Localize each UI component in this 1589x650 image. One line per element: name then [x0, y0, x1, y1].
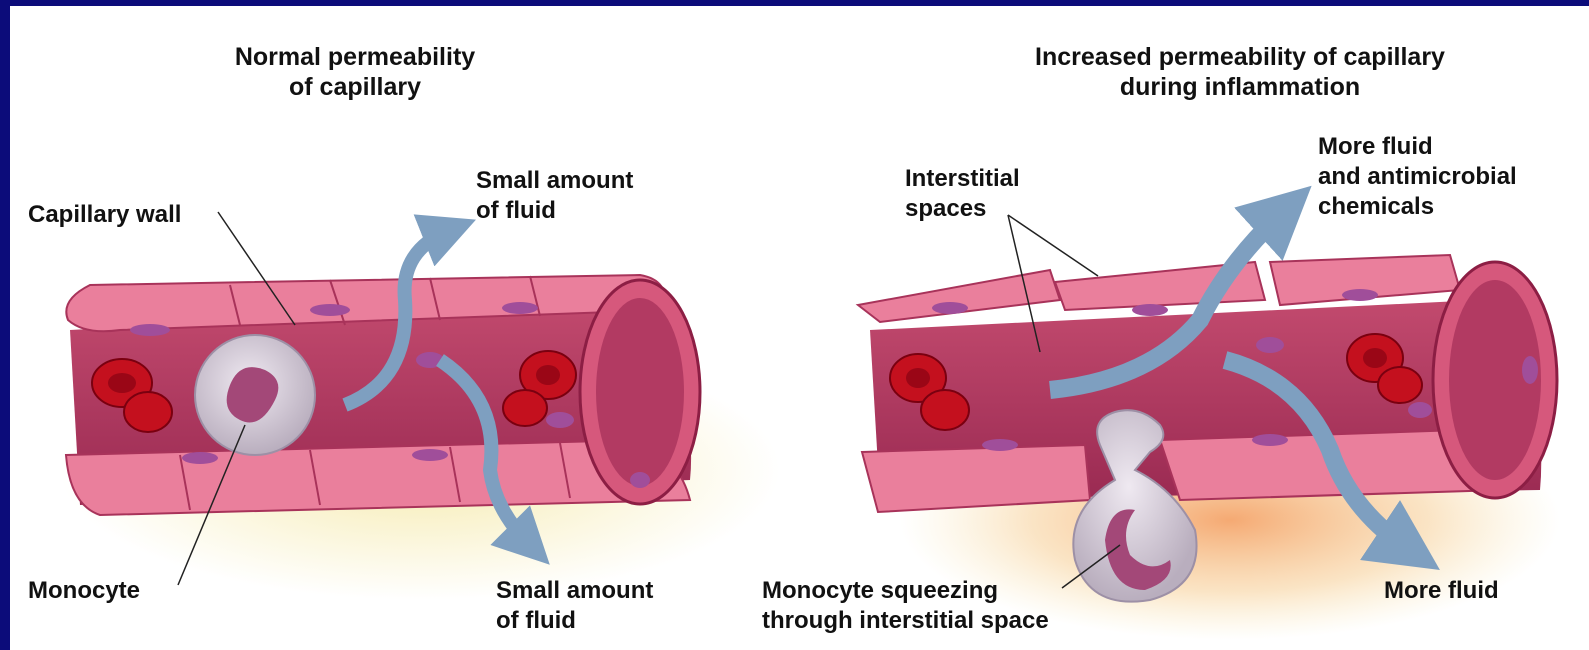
label-monocyte-squeezing: Monocyte squeezing through interstitial … [762, 576, 1049, 636]
label-interstitial-line1: Interstitial [905, 164, 1020, 194]
label-small-fluid-top: Small amount of fluid [476, 166, 633, 226]
label-more-fluid-chemicals: More fluid and antimicrobial chemicals [1318, 132, 1517, 222]
left-title: Normal permeability of capillary [160, 42, 550, 102]
label-capillary-wall: Capillary wall [28, 200, 181, 230]
label-more-fluid: More fluid [1384, 576, 1499, 606]
right-title-line1: Increased permeability of capillary [940, 42, 1540, 72]
left-title-line1: Normal permeability [160, 42, 550, 72]
left-vessel [60, 212, 780, 600]
right-title-line2: during inflammation [940, 72, 1540, 102]
label-small-fluid-top-line1: Small amount [476, 166, 633, 196]
label-more-fluid-chem-line1: More fluid [1318, 132, 1517, 162]
label-small-fluid-bottom-line2: of fluid [496, 606, 653, 636]
left-monocyte [195, 335, 315, 455]
left-vessel-opening-inner [596, 298, 684, 486]
label-small-fluid-bottom: Small amount of fluid [496, 576, 653, 636]
label-monocyte: Monocyte [28, 576, 140, 606]
label-interstitial-line2: spaces [905, 194, 1020, 224]
label-monocyte-squeeze-line1: Monocyte squeezing [762, 576, 1049, 606]
label-more-fluid-chem-line3: chemicals [1318, 192, 1517, 222]
label-small-fluid-top-line2: of fluid [476, 196, 633, 226]
label-more-fluid-chem-line2: and antimicrobial [1318, 162, 1517, 192]
label-monocyte-squeeze-line2: through interstitial space [762, 606, 1049, 636]
label-interstitial-spaces: Interstitial spaces [905, 164, 1020, 224]
left-title-line2: of capillary [160, 72, 550, 102]
label-small-fluid-bottom-line1: Small amount [496, 576, 653, 606]
right-title: Increased permeability of capillary duri… [940, 42, 1540, 102]
